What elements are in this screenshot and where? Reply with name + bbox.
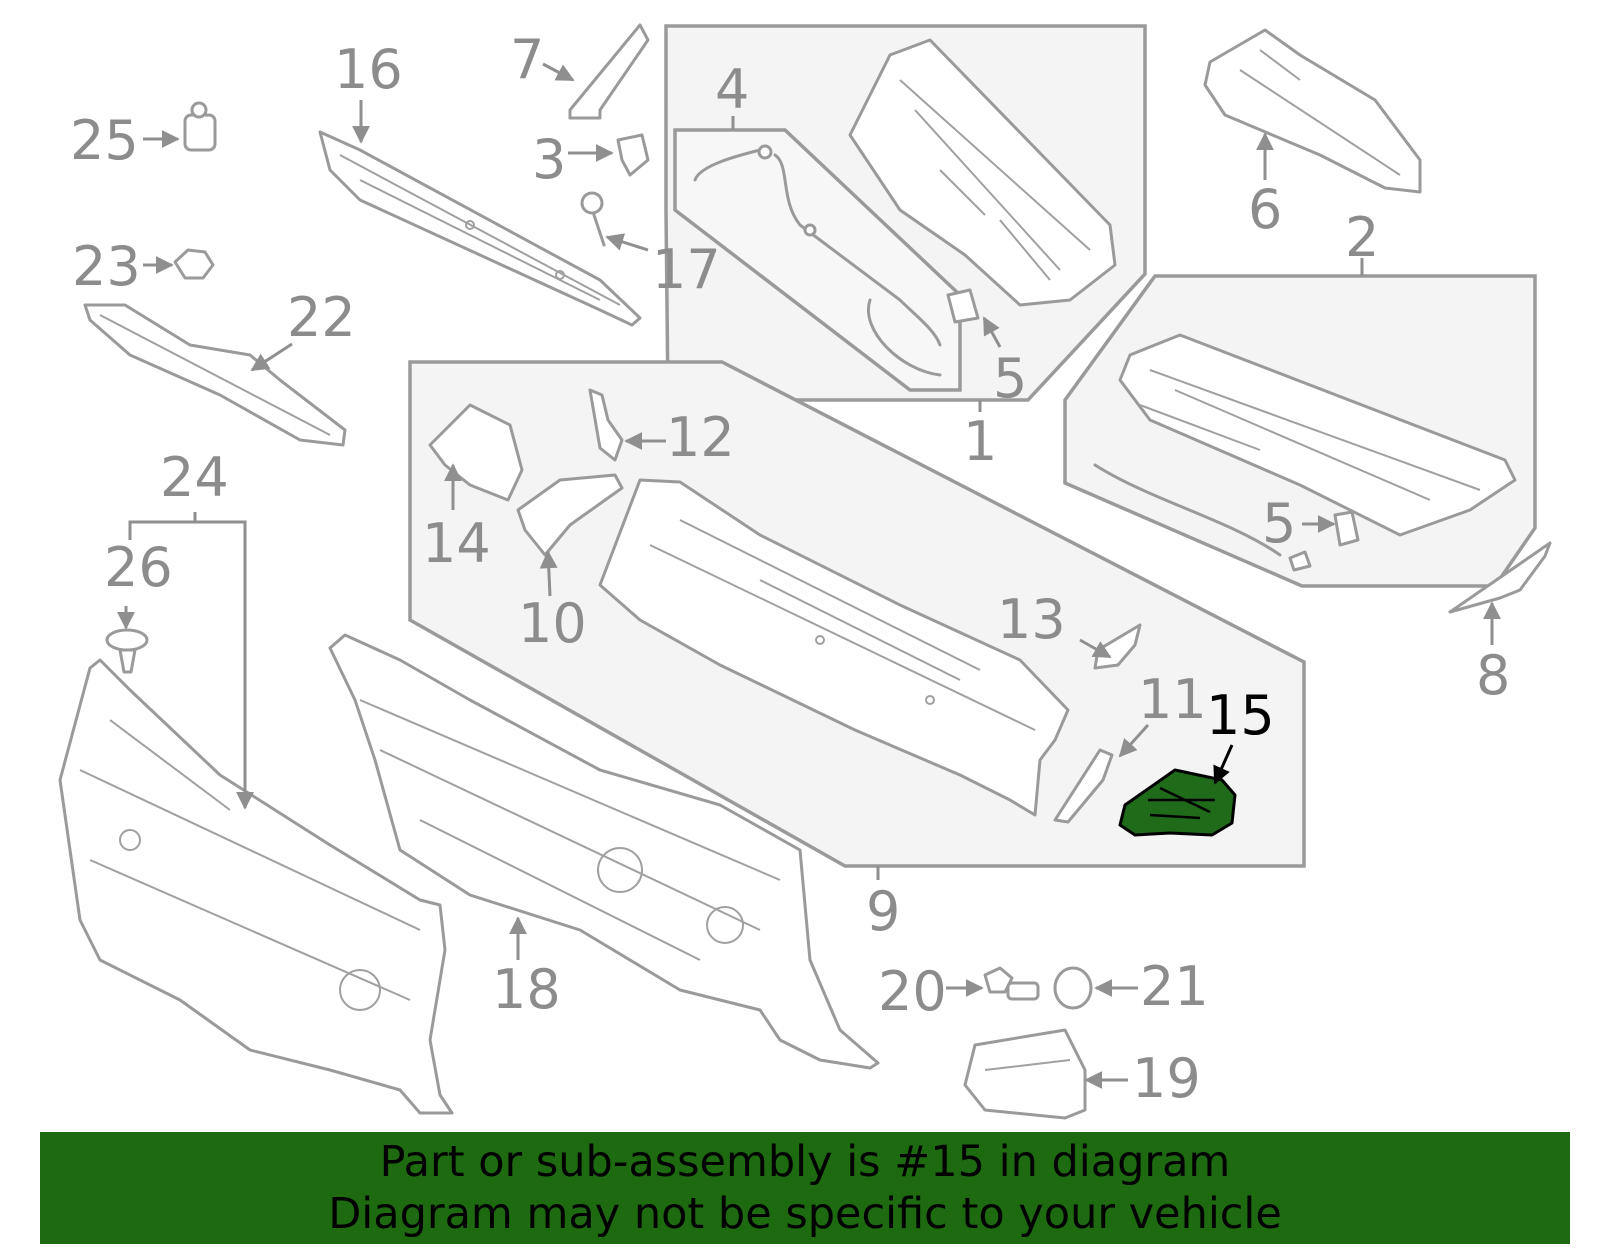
part-1-cowl-top [848, 38, 1117, 324]
leader-lines [117, 62, 1501, 1089]
callout-15[interactable]: 15 [1206, 684, 1275, 747]
part-24-insulator [58, 658, 454, 1115]
part-18-dash-panel [328, 633, 880, 1070]
callout-17: 17 [652, 238, 721, 301]
callout-26: 26 [104, 536, 173, 599]
part-9-cowl-panel [598, 478, 1070, 817]
callout-23: 23 [72, 235, 141, 298]
part-8-trim [1448, 541, 1552, 614]
banner-line-1: Part or sub-assembly is #15 in diagram [379, 1137, 1231, 1187]
info-banner: Part or sub-assembly is #15 in diagram D… [40, 1132, 1570, 1244]
callout-21: 21 [1140, 955, 1209, 1018]
part-21-nut [1053, 966, 1093, 1010]
callout-12: 12 [666, 406, 735, 469]
part-2-cowl-assembly [1093, 333, 1517, 572]
callout-16: 16 [334, 38, 403, 101]
callout-7: 7 [510, 28, 544, 91]
part-22-panel [83, 303, 347, 447]
callout-22: 22 [287, 286, 356, 349]
part-7-trim [568, 23, 650, 120]
part-15-highlighted[interactable] [1118, 768, 1237, 837]
callout-labels: 25 23 16 7 3 17 22 4 5 1 6 2 5 8 12 14 1… [70, 28, 1510, 1110]
callout-18: 18 [492, 958, 561, 1021]
part-10-bracket [516, 473, 624, 557]
callout-9: 9 [866, 880, 900, 943]
callout-14: 14 [422, 512, 491, 575]
part-19-bracket [963, 1028, 1087, 1120]
callout-4: 4 [715, 58, 749, 121]
callout-8: 8 [1476, 644, 1510, 707]
callout-25: 25 [70, 109, 139, 172]
callout-1: 1 [963, 410, 997, 473]
part-23-nut [173, 248, 215, 280]
part-4-washer-hose [693, 144, 942, 377]
part-3-clip [616, 133, 650, 177]
part-11-bracket [1053, 748, 1114, 824]
part-26-clip [105, 628, 149, 674]
part-16-crossmember [318, 130, 642, 327]
part-12-bracket [588, 388, 624, 462]
callout-10: 10 [518, 592, 587, 655]
part-17-bolt [580, 191, 606, 247]
callout-24: 24 [160, 446, 229, 509]
callout-19: 19 [1132, 1047, 1201, 1110]
callout-5b: 5 [1262, 492, 1296, 555]
callout-20: 20 [878, 960, 947, 1023]
part-20-bolt [983, 966, 1040, 1001]
callout-3: 3 [532, 128, 566, 191]
banner-line-2: Diagram may not be specific to your vehi… [328, 1189, 1282, 1239]
callout-2: 2 [1345, 206, 1379, 269]
callout-11: 11 [1138, 668, 1207, 731]
part-6-bracket [1203, 28, 1422, 194]
callout-13: 13 [997, 588, 1066, 651]
callout-6: 6 [1248, 178, 1282, 241]
callout-5a: 5 [993, 347, 1027, 410]
part-25-clip [183, 101, 217, 152]
